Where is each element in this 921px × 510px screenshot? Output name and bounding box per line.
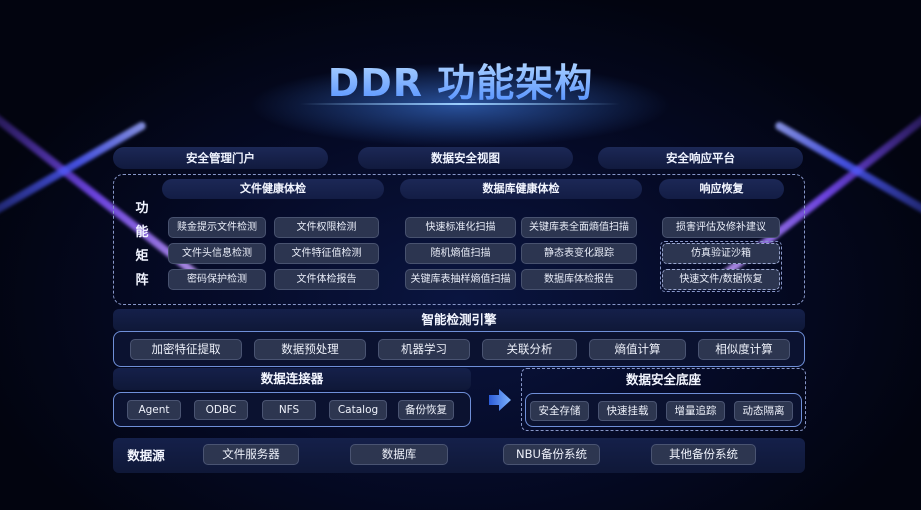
engine-item: 机器学习 [378, 339, 470, 360]
file-health-item: 文件特征值检测 [274, 243, 379, 264]
connector-item: NFS [262, 400, 316, 420]
foundation-item: 增量追踪 [666, 401, 725, 421]
file-health-header: 文件健康体检 [162, 179, 384, 199]
engine-title-band [113, 309, 805, 331]
datasource-item: 文件服务器 [203, 444, 299, 465]
matrix-label-char: 矩 [135, 249, 149, 264]
connector-item: Catalog [329, 400, 387, 420]
sandbox-recovery-group [660, 241, 782, 292]
engine-item: 加密特征提取 [130, 339, 242, 360]
foundation-item: 安全存储 [530, 401, 589, 421]
engine-item: 熵值计算 [589, 339, 686, 360]
db-health-item: 关键库表全面熵值扫描 [521, 217, 637, 238]
matrix-label-char: 能 [135, 225, 149, 240]
db-health-item: 数据库体检报告 [521, 269, 637, 290]
foundation-item: 快速挂载 [598, 401, 657, 421]
foundation-item: 动态隔离 [734, 401, 793, 421]
title-glow-line [300, 103, 620, 105]
db-health-item: 静态表变化跟踪 [521, 243, 637, 264]
file-health-item: 文件体检报告 [274, 269, 379, 290]
connector-item: Agent [127, 400, 181, 420]
response-item: 仿真验证沙箱 [662, 243, 780, 264]
portal-data-security-view: 数据安全视图 [358, 147, 573, 169]
datasource-item: NBU备份系统 [503, 444, 600, 465]
db-health-item: 快速标准化扫描 [405, 217, 516, 238]
response-item: 快速文件/数据恢复 [662, 269, 780, 290]
engine-item: 数据预处理 [254, 339, 366, 360]
page-title: DDR 功能架构 [0, 52, 921, 107]
connector-item: 备份恢复 [398, 400, 454, 420]
db-health-item: 关键库表抽样熵值扫描 [405, 269, 516, 290]
arrow-right-icon [489, 389, 511, 411]
engine-item: 相似度计算 [698, 339, 790, 360]
foundation-title: 数据安全底座 [625, 372, 701, 387]
foundation-frame [521, 368, 806, 431]
file-health-item: 赎金提示文件检测 [168, 217, 266, 238]
function-matrix-frame [113, 174, 805, 305]
connector-item: ODBC [194, 400, 248, 420]
connector-title-band [113, 368, 471, 390]
file-health-item: 密码保护检测 [168, 269, 266, 290]
engine-item: 关联分析 [482, 339, 577, 360]
portal-security-management: 安全管理门户 [113, 147, 328, 169]
matrix-label-char: 阵 [135, 273, 149, 288]
datasource-item: 数据库 [350, 444, 448, 465]
connector-title: 数据连接器 [260, 371, 324, 386]
response-header: 响应恢复 [659, 179, 784, 199]
datasource-label: 数据源 [127, 448, 165, 463]
file-health-item: 文件权限检测 [274, 217, 379, 238]
db-health-header: 数据库健康体检 [400, 179, 642, 199]
engine-title: 智能检测引擎 [421, 312, 497, 327]
response-item: 损害评估及修补建议 [662, 217, 780, 238]
datasource-item: 其他备份系统 [651, 444, 756, 465]
db-health-item: 随机熵值扫描 [405, 243, 516, 264]
portal-security-response: 安全响应平台 [598, 147, 803, 169]
matrix-label-char: 功 [135, 201, 149, 216]
file-health-item: 文件头信息检测 [168, 243, 266, 264]
